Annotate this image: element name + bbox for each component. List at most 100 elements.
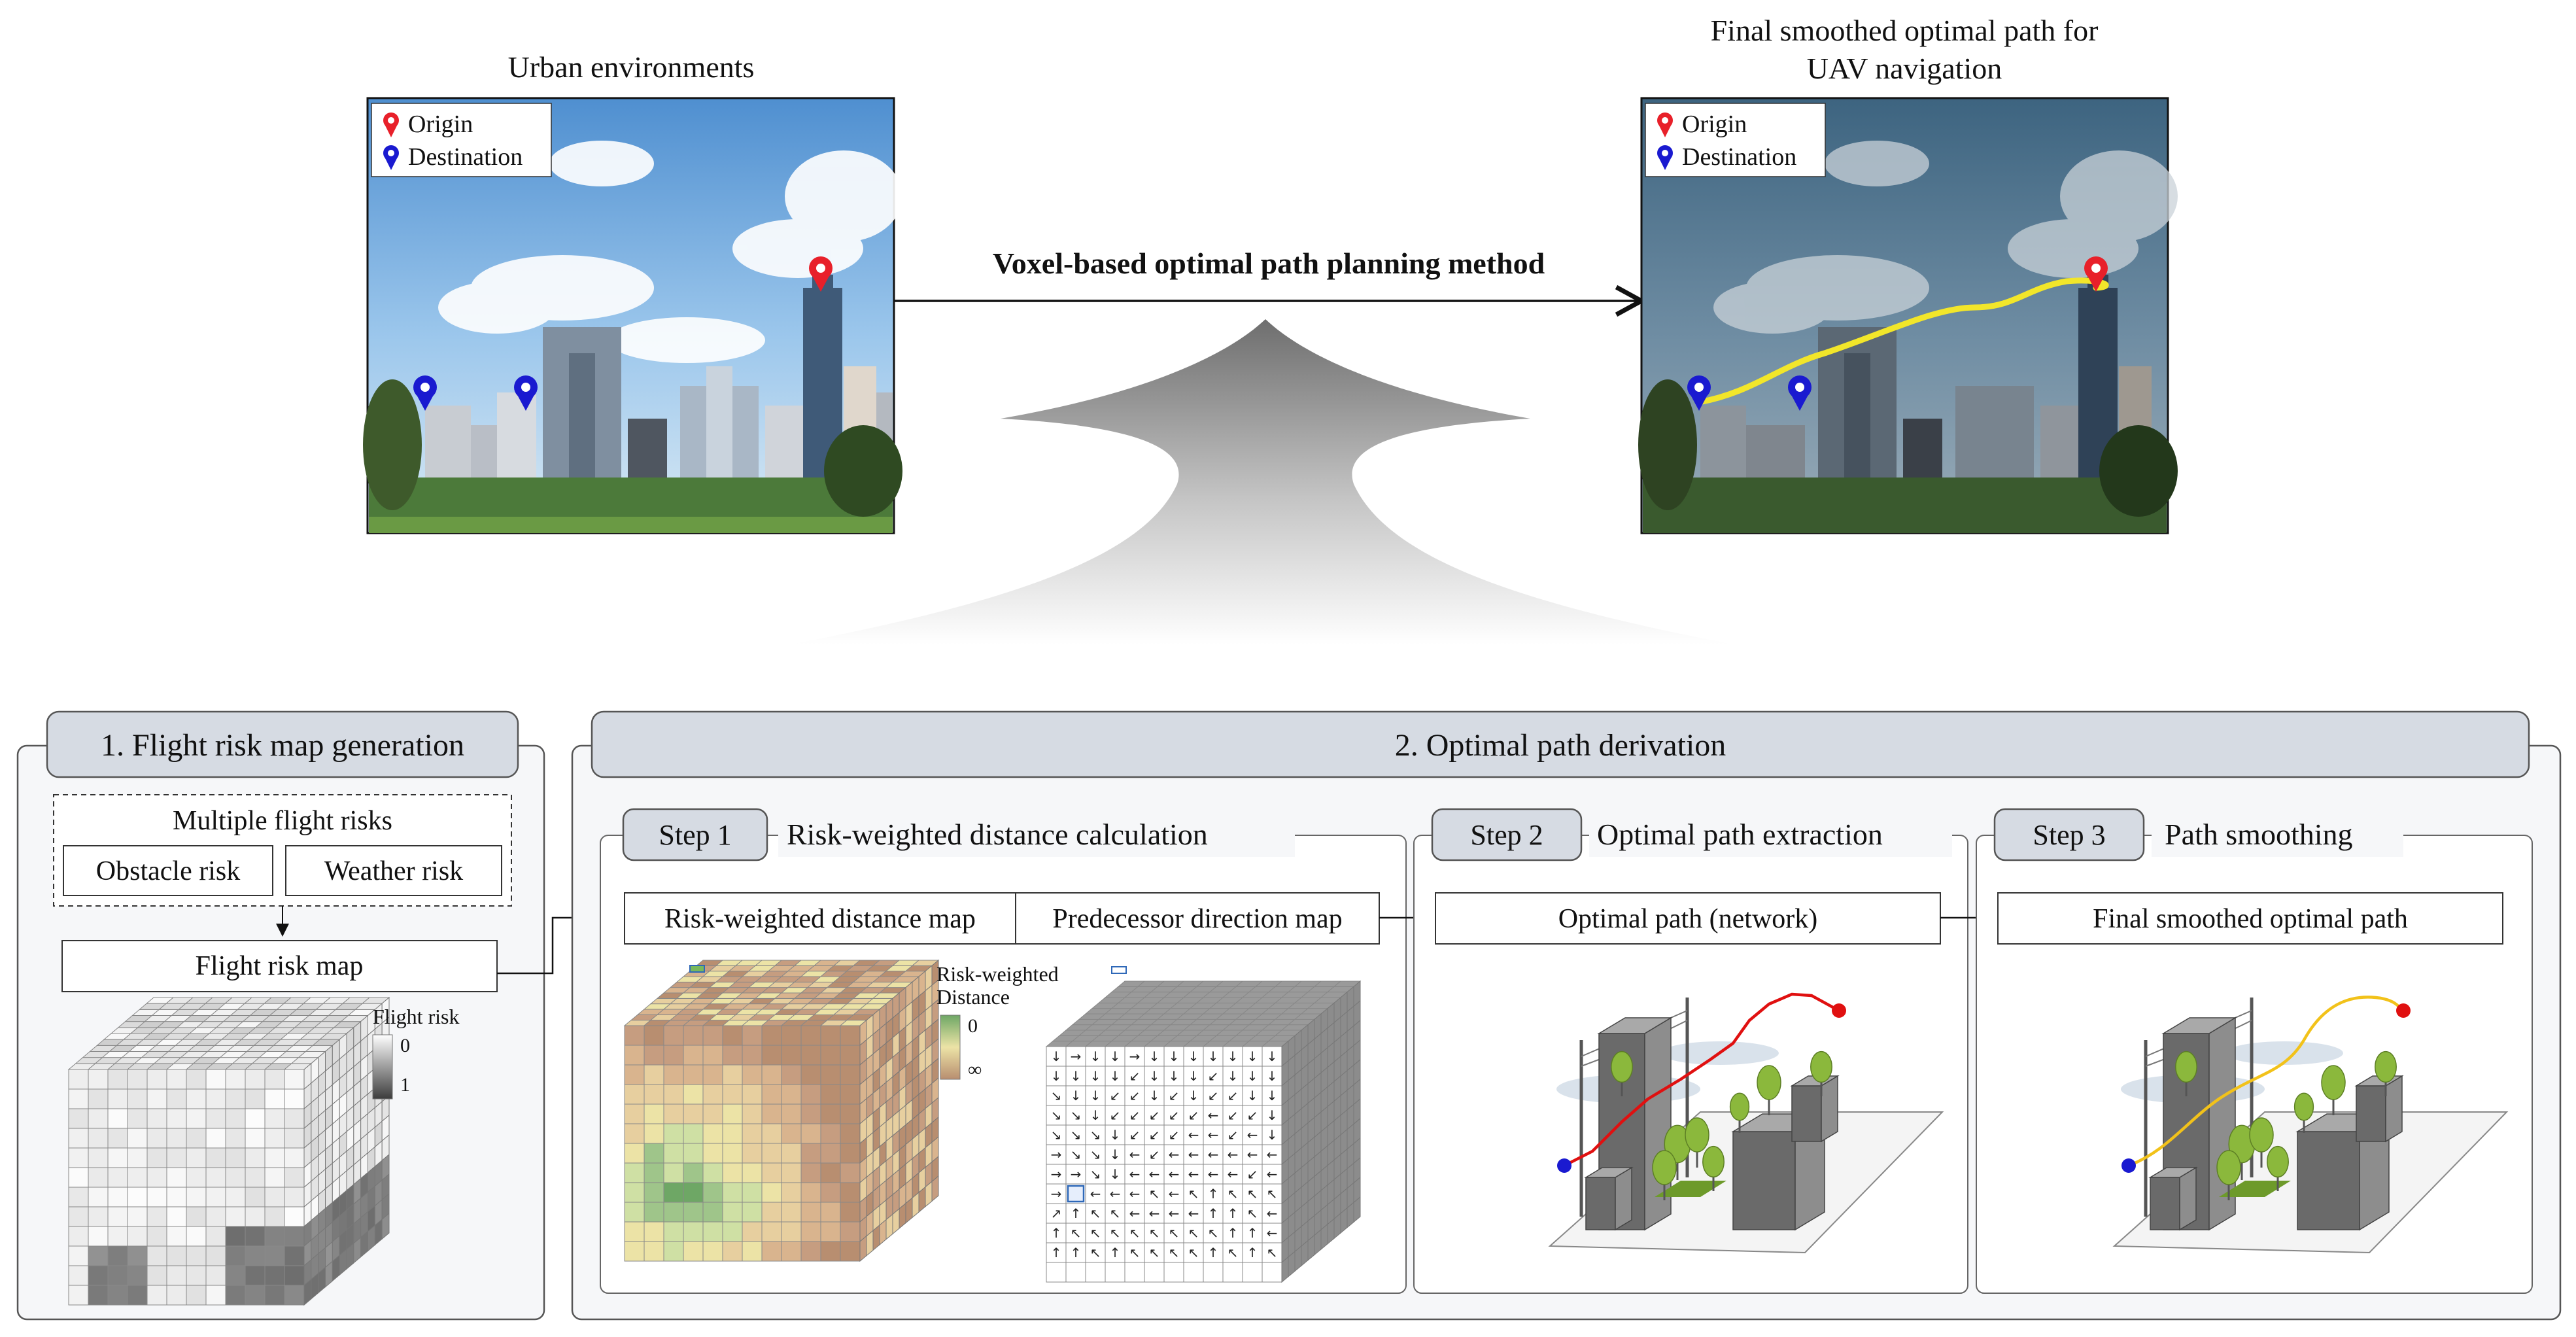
voxel — [1183, 1262, 1204, 1283]
voxel — [107, 1187, 128, 1207]
direction-arrow: ↖ — [1267, 1186, 1278, 1202]
voxel — [1222, 1124, 1243, 1145]
direction-arrow: ↘ — [1090, 1147, 1101, 1162]
voxel — [1163, 1144, 1184, 1165]
voxel — [127, 1108, 148, 1129]
rwd-legend-title-2: Distance — [936, 985, 1010, 1009]
voxel — [1065, 1262, 1086, 1283]
direction-arrow: ↓ — [1090, 1107, 1101, 1123]
skyline-buildings — [425, 275, 893, 484]
voxel — [663, 1084, 684, 1105]
voxel — [186, 1206, 207, 1227]
voxel — [146, 1285, 167, 1306]
voxel — [1222, 1046, 1243, 1067]
step3-title: Path smoothing — [2165, 818, 2353, 851]
voxel — [1242, 1085, 1263, 1106]
voxel — [166, 1265, 187, 1286]
rwd-legend-title-1: Risk-weighted — [936, 962, 1059, 986]
voxel — [742, 1241, 763, 1262]
voxel — [644, 1202, 664, 1223]
direction-arrow: ↓ — [1110, 1166, 1121, 1182]
voxel — [820, 1123, 841, 1144]
voxel — [781, 1025, 802, 1046]
voxel — [722, 1143, 743, 1164]
direction-arrow: ↑ — [1208, 1206, 1219, 1221]
direction-arrow: ↘ — [1090, 1166, 1101, 1182]
direction-arrow: ← — [1208, 1147, 1219, 1162]
direction-arrow: ↓ — [1149, 1088, 1160, 1103]
direction-arrow: ← — [1267, 1147, 1278, 1162]
voxel — [146, 1245, 167, 1266]
direction-arrow: ↙ — [1247, 1166, 1258, 1182]
obstacle-risk-box — [63, 845, 273, 896]
voxel — [166, 1167, 187, 1188]
photo-origin-pin-icon — [809, 256, 833, 292]
voxel — [1242, 1242, 1263, 1263]
start-point-icon — [2121, 1158, 2136, 1173]
voxel — [1242, 1183, 1263, 1204]
voxel — [264, 1245, 285, 1266]
direction-arrow: ↓ — [1188, 1068, 1199, 1084]
direction-arrow: ↙ — [1228, 1088, 1239, 1103]
final-smoothed-path-label: Final smoothed optimal path — [2093, 904, 2408, 934]
voxel — [245, 1088, 266, 1109]
voxel — [1183, 1046, 1204, 1067]
voxel — [781, 1123, 802, 1144]
direction-arrow: ↖ — [1247, 1186, 1258, 1202]
voxel — [146, 1069, 167, 1090]
direction-arrow: ↓ — [1267, 1127, 1278, 1143]
direction-arrow: ↓ — [1188, 1049, 1199, 1064]
voxel — [840, 1025, 861, 1046]
voxel — [663, 1143, 684, 1164]
voxel — [88, 1285, 109, 1306]
direction-arrow: ← — [1129, 1166, 1141, 1182]
direction-arrow: ↑ — [1208, 1186, 1219, 1202]
direction-arrow: ← — [1129, 1147, 1141, 1162]
voxel — [1242, 1262, 1263, 1283]
direction-arrow: ↖ — [1188, 1245, 1199, 1260]
voxel — [264, 1226, 285, 1247]
voxel — [284, 1265, 305, 1286]
direction-arrow: ↘ — [1051, 1107, 1062, 1123]
direction-arrow: ↘ — [1071, 1107, 1082, 1123]
direction-arrow: ↙ — [1149, 1147, 1160, 1162]
voxel — [68, 1088, 89, 1109]
voxel — [644, 1143, 664, 1164]
voxel — [88, 1167, 109, 1188]
voxel — [800, 1202, 821, 1223]
direction-arrow: ↙ — [1247, 1107, 1258, 1123]
voxel — [1262, 1262, 1282, 1283]
voxel — [742, 1202, 763, 1223]
voxel — [1183, 1105, 1204, 1126]
voxel — [284, 1147, 305, 1168]
voxel — [683, 1084, 704, 1105]
obstacle-risk-label: Obstacle risk — [96, 856, 240, 886]
direction-arrow: ↖ — [1228, 1245, 1239, 1260]
voxel — [761, 1084, 782, 1105]
voxel — [264, 1128, 285, 1149]
voxel — [702, 1025, 723, 1046]
network-path-scene — [1548, 992, 1944, 1254]
direction-arrow: ↓ — [1110, 1127, 1121, 1143]
voxel — [146, 1088, 167, 1109]
voxel — [68, 1147, 89, 1168]
voxel — [1046, 1046, 1067, 1067]
voxel — [742, 1182, 763, 1203]
voxel — [225, 1167, 246, 1188]
direction-arrow: ← — [1169, 1206, 1180, 1221]
voxel — [722, 1123, 743, 1144]
direction-arrow: ↖ — [1110, 1225, 1121, 1241]
voxel — [644, 1182, 664, 1203]
voxel — [840, 1202, 861, 1223]
voxel — [1046, 1262, 1067, 1283]
voxel — [88, 1069, 109, 1090]
direction-arrow: ↙ — [1208, 1088, 1219, 1103]
voxel — [166, 1285, 187, 1306]
voxel — [1242, 1046, 1263, 1067]
direction-arrow: ↓ — [1169, 1049, 1180, 1064]
direction-arrow: ↖ — [1129, 1245, 1141, 1260]
voxel — [840, 1064, 861, 1085]
left-legend: Origin Destination — [371, 103, 552, 177]
direction-arrow: ↓ — [1110, 1147, 1121, 1162]
voxel — [245, 1167, 266, 1188]
